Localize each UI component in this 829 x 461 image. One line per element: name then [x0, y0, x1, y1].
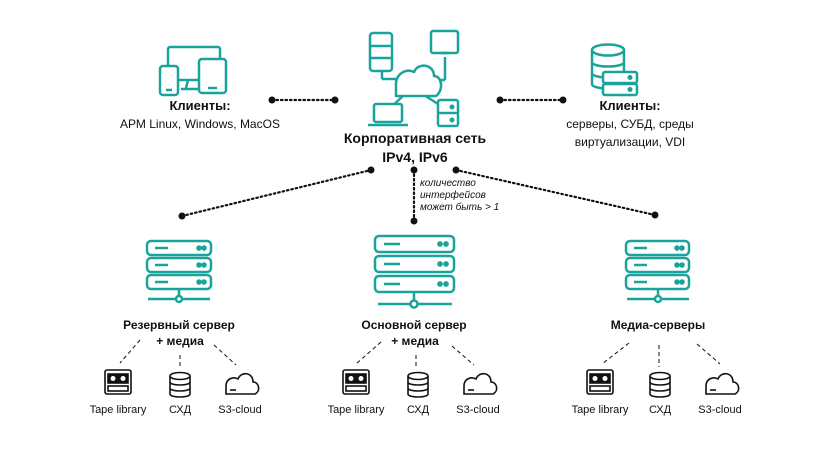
- storage-disk-icon: [407, 371, 429, 398]
- cloud-icon: [225, 372, 260, 395]
- clients-right-line1: серверы, СУБД, среды: [566, 117, 694, 131]
- interfaces-note-line2: интерфейсов: [420, 190, 486, 201]
- network-protocols: IPv4, IPv6: [382, 149, 448, 165]
- main-nas-label: СХД: [406, 404, 430, 416]
- dot: [496, 96, 504, 104]
- link-media-servers: [454, 168, 657, 217]
- storage-set-main: [342, 369, 498, 398]
- server-icon-media: [624, 239, 691, 304]
- backup-nas-label: СХД: [168, 404, 192, 416]
- backup-cloud-label: S3-cloud: [218, 404, 262, 416]
- cloud-icon: [705, 372, 740, 395]
- interfaces-note-line3: может быть > 1: [420, 202, 500, 213]
- dot: [331, 96, 339, 104]
- main-server-sublabel: + медиа: [391, 334, 439, 348]
- dot: [651, 211, 659, 219]
- database-icon: [590, 43, 639, 97]
- media-servers-label: Медиа-серверы: [610, 318, 706, 332]
- storage-set-media: [586, 369, 740, 398]
- storage-disk-icon: [169, 371, 191, 398]
- server-icon-backup: [145, 239, 213, 304]
- connection-dots: [178, 96, 659, 225]
- devices-icon: [158, 45, 228, 97]
- media-tape-label: Tape library: [571, 404, 629, 416]
- storage-links: [119, 339, 721, 367]
- cloud-icon: [463, 372, 498, 395]
- tape-library-icon: [104, 369, 132, 395]
- storage-set-backup: [104, 369, 260, 398]
- dot: [268, 96, 276, 104]
- clients-right-line2: виртуализации, VDI: [574, 135, 686, 149]
- main-server-label: Основной сервер: [361, 318, 467, 332]
- dot: [410, 166, 418, 174]
- storage-disk-icon: [649, 371, 671, 398]
- network-title: Корпоративная сеть: [343, 130, 487, 146]
- main-cloud-label: S3-cloud: [456, 404, 500, 416]
- dot: [410, 217, 418, 225]
- network-icon: [368, 29, 460, 128]
- media-cloud-label: S3-cloud: [698, 404, 742, 416]
- backup-server-sublabel: + медиа: [156, 334, 204, 348]
- dot: [178, 212, 186, 220]
- tape-library-icon: [342, 369, 370, 395]
- tape-library-icon: [586, 369, 614, 395]
- interfaces-note-line1: количество: [420, 178, 476, 189]
- clients-right-title: Клиенты:: [599, 98, 661, 113]
- dot: [559, 96, 567, 104]
- main-tape-label: Tape library: [327, 404, 385, 416]
- media-nas-label: СХД: [648, 404, 672, 416]
- connection-lines: [180, 98, 657, 223]
- dot: [452, 166, 460, 174]
- backup-tape-label: Tape library: [89, 404, 147, 416]
- clients-left-text: АРМ Linux, Windows, MacOS: [120, 117, 280, 131]
- clients-left-title: Клиенты:: [169, 98, 231, 113]
- link-backup-server: [180, 168, 373, 218]
- dot: [367, 166, 375, 174]
- server-icon-main: [373, 234, 456, 309]
- backup-server-label: Резервный сервер: [123, 318, 235, 332]
